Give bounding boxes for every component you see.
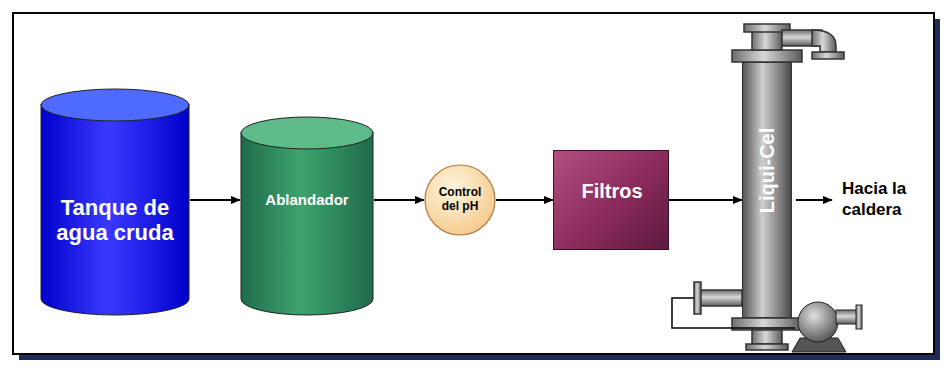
node-label: Tanque de agua cruda [50,195,180,246]
pump-symbol [792,302,862,352]
node-label: Control del pH [436,186,484,214]
flow-arrow [190,199,240,201]
tank-cylinder: Tanque de agua cruda [40,88,190,316]
node-label: Ablandador [250,191,364,208]
flow-arrow [669,199,742,201]
node-label: Liqui-Cel [757,128,780,214]
membrane-contactor: Liqui-Cel [742,62,792,318]
flow-arrow [374,199,424,201]
frame [13,13,934,354]
column-fittings [694,24,844,350]
flow-arrow [496,199,553,201]
softener-cylinder: Ablandador [240,116,374,316]
node-label: Filtros [564,180,660,203]
filter-box: Filtros [553,150,669,250]
outlet-arrow [796,199,832,201]
ph-control-circle: Control del pH [424,164,496,236]
destination-label: Hacia la caldera [842,178,928,221]
cylinder-outline [240,116,374,316]
